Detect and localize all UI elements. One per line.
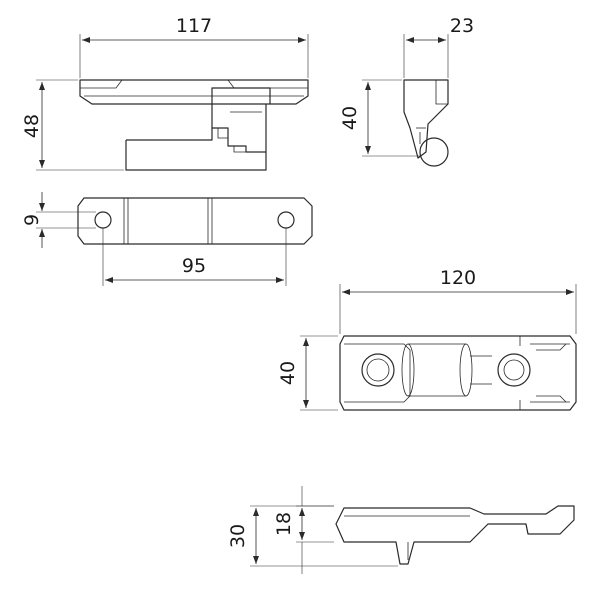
dim-23: 23 <box>450 15 474 37</box>
dim-18: 18 <box>273 512 295 536</box>
bottom-plan-view: 120 40 <box>277 267 577 411</box>
dim-9: 9 <box>21 214 43 226</box>
front-view: 117 48 <box>21 15 309 171</box>
side-view: 23 40 <box>339 15 474 167</box>
profile-view: 18 30 <box>227 486 575 574</box>
dim-40-plan: 40 <box>277 361 299 385</box>
dim-48: 48 <box>21 114 43 138</box>
dim-30: 30 <box>227 524 249 548</box>
dim-120: 120 <box>440 267 476 289</box>
dim-40-side: 40 <box>339 106 361 130</box>
dim-117: 117 <box>176 15 212 37</box>
dim-95: 95 <box>182 255 206 277</box>
plan-view: 9 95 <box>21 192 313 286</box>
